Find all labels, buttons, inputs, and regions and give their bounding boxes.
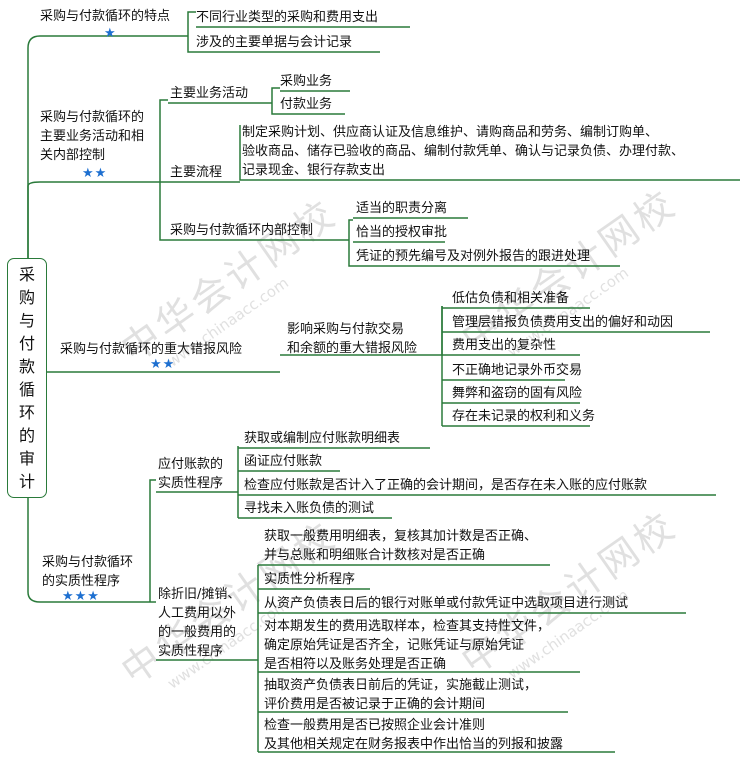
sub-ap-procedures: 应付账款的 实质性程序 bbox=[158, 457, 224, 491]
leaf-item: 舞弊和盗窃的固有风险 bbox=[452, 386, 583, 401]
sub-internal-control: 采购与付款循环内部控制 bbox=[170, 223, 314, 238]
star-rating: ★★ bbox=[82, 166, 108, 181]
leaf-item: 获取一般费用明细表，复核其加计数是否正确、 并与总账和明细账合计数核对是否正确 bbox=[264, 529, 538, 563]
leaf-item: 检查应付账款是否计入了正确的会计期间，是否存在未入账的应付账款 bbox=[244, 478, 648, 493]
leaf-item: 寻找未入账负债的测试 bbox=[244, 501, 375, 516]
process-description: 制定采购计划、供应商认证及信息维护、请购商品和劳务、编制订购单、 验收商品、储存… bbox=[242, 125, 685, 178]
leaf-item: 费用支出的复杂性 bbox=[452, 338, 557, 353]
leaf-item: 采购业务 bbox=[280, 74, 333, 89]
leaf-item: 获取或编制应付账款明细表 bbox=[244, 431, 401, 446]
sub-main-process: 主要流程 bbox=[170, 165, 223, 180]
branch-characteristics: 采购与付款循环的特点 bbox=[40, 9, 171, 24]
sub-risk-factors: 影响采购与付款交易 和余额的重大错报风险 bbox=[287, 322, 418, 356]
leaf-item: 不同行业类型的采购和费用支出 bbox=[196, 10, 379, 25]
root-node: 采购与付款循环的审计 bbox=[7, 258, 47, 498]
sub-general-expense-procedures: 除折旧/摊销、 人工费用以外 的一般费用的 实质性程序 bbox=[158, 587, 241, 659]
root-title: 采购与付款循环的审计 bbox=[19, 265, 36, 491]
leaf-item: 适当的职责分离 bbox=[356, 201, 448, 216]
leaf-item: 抽取资产负债表日前后的凭证，实施截止测试， 评价费用是否被记录于正确的会计期间 bbox=[264, 678, 538, 712]
leaf-item: 存在未记录的权利和义务 bbox=[452, 409, 596, 424]
leaf-item: 管理层错报负债费用支出的偏好和动因 bbox=[452, 315, 674, 330]
branch-substantive-procedures: 采购与付款循环 的实质性程序 bbox=[42, 555, 134, 589]
leaf-item: 对本期发生的费用选取样本，检查其支持性文件， 确定原始凭证是否齐全，记账凭证与原… bbox=[264, 619, 551, 672]
leaf-item: 涉及的主要单据与会计记录 bbox=[196, 35, 353, 50]
leaf-item: 不正确地记录外币交易 bbox=[452, 363, 583, 378]
branch-activities-controls: 采购与付款循环的 主要业务活动和相 关内部控制 bbox=[40, 110, 145, 163]
leaf-item: 低估负债和相关准备 bbox=[452, 291, 570, 306]
leaf-item: 恰当的授权审批 bbox=[356, 225, 448, 240]
sub-main-activities: 主要业务活动 bbox=[170, 86, 249, 101]
star-rating: ★ bbox=[104, 26, 117, 41]
leaf-item: 付款业务 bbox=[280, 97, 333, 112]
leaf-item: 检查一般费用是否已按照企业会计准则 及其他相关规定在财务报表中作出恰当的列报和披… bbox=[264, 718, 564, 752]
leaf-item: 函证应付账款 bbox=[244, 454, 323, 469]
leaf-item: 实质性分析程序 bbox=[264, 572, 356, 587]
star-rating: ★★★ bbox=[62, 589, 100, 604]
leaf-item: 凭证的预先编号及对例外报告的跟进处理 bbox=[356, 249, 591, 264]
branch-material-misstatement: 采购与付款循环的重大错报风险 bbox=[60, 342, 243, 357]
star-rating: ★★ bbox=[150, 357, 176, 372]
leaf-item: 从资产负债表日后的银行对账单或付款凭证中选取项目进行测试 bbox=[264, 596, 629, 611]
